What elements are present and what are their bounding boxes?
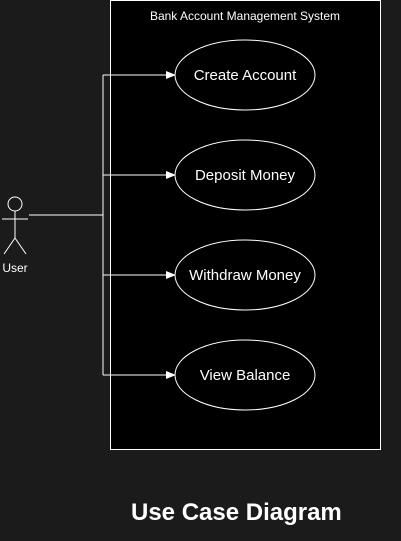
use-case-create-account[interactable]: Create Account [174,39,316,111]
use-case-label: Deposit Money [195,167,296,184]
actor-left-leg [3,237,16,255]
use-case-ellipse [174,39,316,111]
use-case-deposit-money[interactable]: Deposit Money [174,139,316,211]
use-case-label: Create Account [194,67,297,84]
use-case-label: View Balance [200,367,291,384]
use-case-ellipse [174,139,316,211]
actor-label: User [2,261,27,275]
connectors [29,71,176,379]
use-case-ellipse [174,339,316,411]
use-case-label: Withdraw Money [189,267,301,284]
diagram-caption: Use Case Diagram [131,499,342,526]
use-case-view-balance[interactable]: View Balance [174,339,316,411]
use-case-withdraw-money[interactable]: Withdraw Money [174,239,316,311]
actor-head [7,196,23,212]
use-case-ellipse [174,239,316,311]
system-title: Bank Account Management System [150,9,340,23]
actor-user[interactable]: User [2,196,28,275]
actor-right-leg [14,237,27,255]
